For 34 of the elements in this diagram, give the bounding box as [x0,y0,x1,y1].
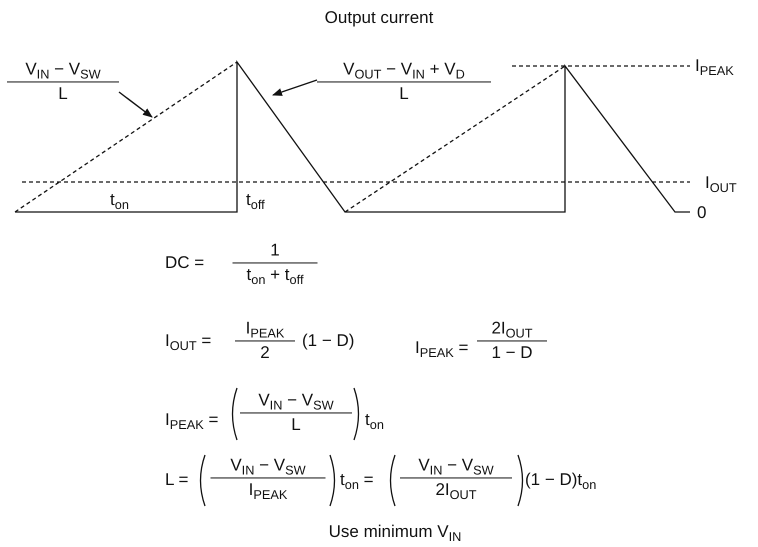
formula-numerator: 1 [232,240,318,263]
formula-term: t$_{on}$ [365,410,384,430]
chart-title: Output current [324,8,434,28]
slope-numerator: V$_{IN}$ − V$_{SW}$ [7,59,119,82]
formula-term: (1 − D)t$_{on}$ [525,470,596,490]
formula-denominator: I$_{PEAK}$ [248,479,288,500]
formula-numerator: 2I$_{OUT}$ [477,318,547,341]
formula-term: DC = [165,253,204,273]
formula-denominator: 2I$_{OUT}$ [435,479,477,500]
level-label: I$_{PEAK}$ [695,56,734,76]
formula-numerator: V$_{IN}$ − V$_{SW}$ [240,390,352,413]
formula-term: t$_{on}$ = [340,470,374,490]
formula-denominator: 2 [260,342,270,363]
leader-arrow [272,79,318,96]
note-text: Use minimum V$_{IN}$ [328,522,462,542]
time-label: t$_{off}$ [246,190,265,210]
slope-denominator: L [398,83,410,104]
slope-numerator: V$_{OUT}$ − V$_{IN}$ + V$_{D}$ [317,59,491,82]
formula-numerator: V$_{IN}$ − V$_{SW}$ [400,455,512,478]
formula-denominator: t$_{on}$ + t$_{off}$ [246,264,304,285]
formula-numerator: V$_{IN}$ − V$_{SW}$ [210,455,326,478]
formula-term: I$_{OUT}$ = [165,331,212,351]
formula-term: (1 − D) [302,331,354,351]
level-label: I$_{OUT}$ [705,173,737,193]
formula-term: I$_{PEAK}$ = [165,410,218,430]
formula-term: L = [165,470,188,490]
time-label: t$_{on}$ [110,190,129,210]
formula-denominator: L [291,414,301,435]
formula-term: I$_{PEAK}$ = [415,338,468,358]
level-label: 0 [697,203,706,223]
leader-arrow [118,91,153,118]
formula-denominator: 1 − D [491,342,533,363]
formula-numerator: I$_{PEAK}$ [235,318,295,341]
slope-denominator: L [57,83,69,104]
